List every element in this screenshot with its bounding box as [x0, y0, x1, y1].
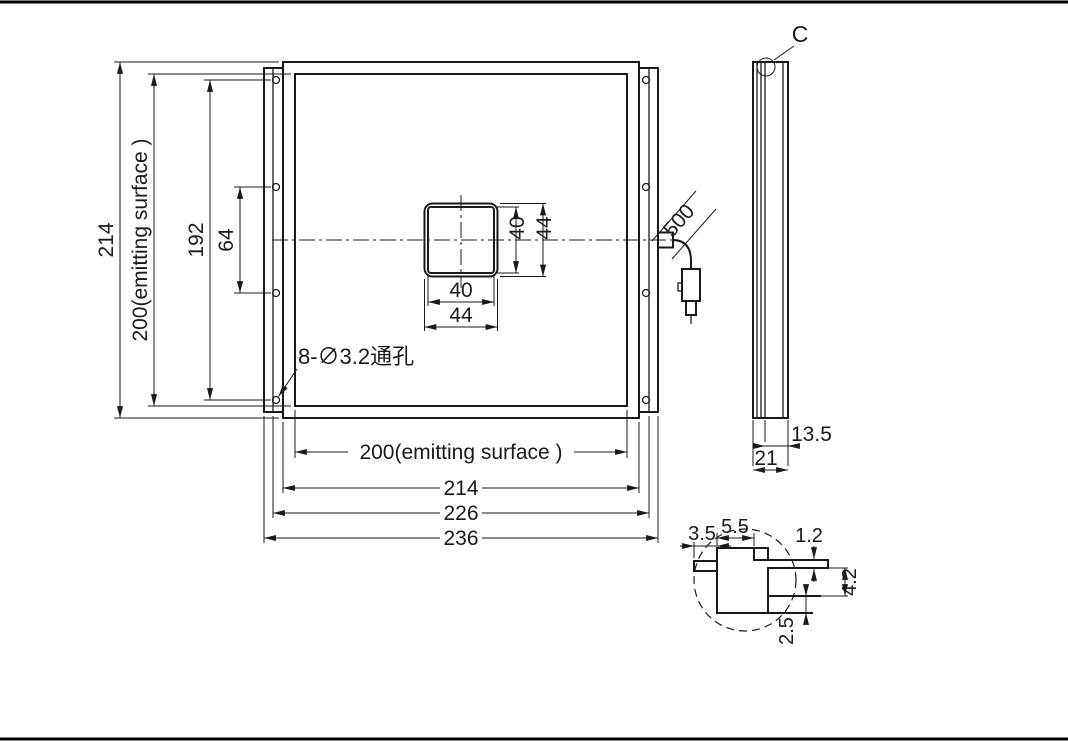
dim-214-left: 214: [95, 222, 118, 257]
leader-line: [773, 45, 795, 61]
dim-40-width: 40: [449, 279, 472, 302]
detail-dimensions: 3.5 5.5 1.2 4.2 2.5: [680, 516, 861, 645]
detail-c-label: C: [792, 21, 809, 47]
front-view: 500 214 200(emitting surface ) 192 64: [95, 61, 717, 550]
hole-callout: 8-∅3.2通孔: [278, 344, 414, 397]
dim-3-5: 3.5: [688, 523, 716, 545]
dim-5-5: 5.5: [721, 516, 749, 538]
mounting-hole: [641, 182, 651, 192]
dim-44-width: 44: [449, 304, 473, 327]
dim-64: 64: [215, 228, 238, 252]
hole-callout-label: 8-∅3.2通孔: [298, 344, 414, 369]
connector-body: [681, 268, 701, 302]
mounting-hole: [641, 75, 651, 85]
detail-view-c: 3.5 5.5 1.2 4.2 2.5: [680, 516, 861, 645]
left-dimensions: 214 200(emitting surface ) 192 64: [95, 61, 291, 419]
dim-2-5: 2.5: [776, 617, 798, 645]
dim-226: 226: [443, 502, 478, 525]
mounting-hole: [271, 288, 281, 298]
detail-profile: [693, 547, 829, 614]
dim-21: 21: [754, 447, 777, 470]
connector-latch: [677, 282, 682, 292]
side-profile-outline: [752, 61, 789, 419]
mounting-hole: [271, 395, 281, 405]
cable: [671, 238, 692, 270]
detail-c-marker-circle: [756, 57, 776, 77]
dim-4-2: 4.2: [839, 568, 861, 596]
mounting-holes: [271, 75, 651, 405]
dim-1-2: 1.2: [795, 525, 823, 547]
mounting-hole: [271, 182, 281, 192]
dim-200-emitting-left: 200(emitting surface ): [129, 138, 152, 341]
mounting-hole: [641, 395, 651, 405]
side-view-dimensions: 13.5 21: [752, 420, 832, 474]
dim-line: [651, 190, 697, 242]
mounting-hole: [271, 75, 281, 85]
cable-assembly: [657, 231, 701, 324]
dim-40-height: 40: [506, 216, 529, 239]
dim-cable-length: 500: [651, 190, 717, 260]
dim-192: 192: [185, 222, 208, 257]
square-dimensions: 40 44 40 44: [424, 203, 556, 331]
connector-tip: [685, 300, 697, 316]
mounting-hole: [641, 288, 651, 298]
detail-boundary-circle: [693, 528, 797, 632]
dim-13-5: 13.5: [791, 423, 832, 446]
bottom-dimensions: 200(emitting surface ) 214 226 236: [263, 410, 659, 550]
dim-214-bottom: 214: [443, 477, 478, 500]
dim-44-height: 44: [533, 216, 556, 240]
side-view: C 13.5 21: [752, 21, 832, 474]
dim-236: 236: [443, 527, 478, 550]
dim-line: [671, 208, 717, 260]
dim-200-emitting-bottom: 200(emitting surface ): [359, 441, 562, 464]
leader-line: [278, 368, 298, 397]
